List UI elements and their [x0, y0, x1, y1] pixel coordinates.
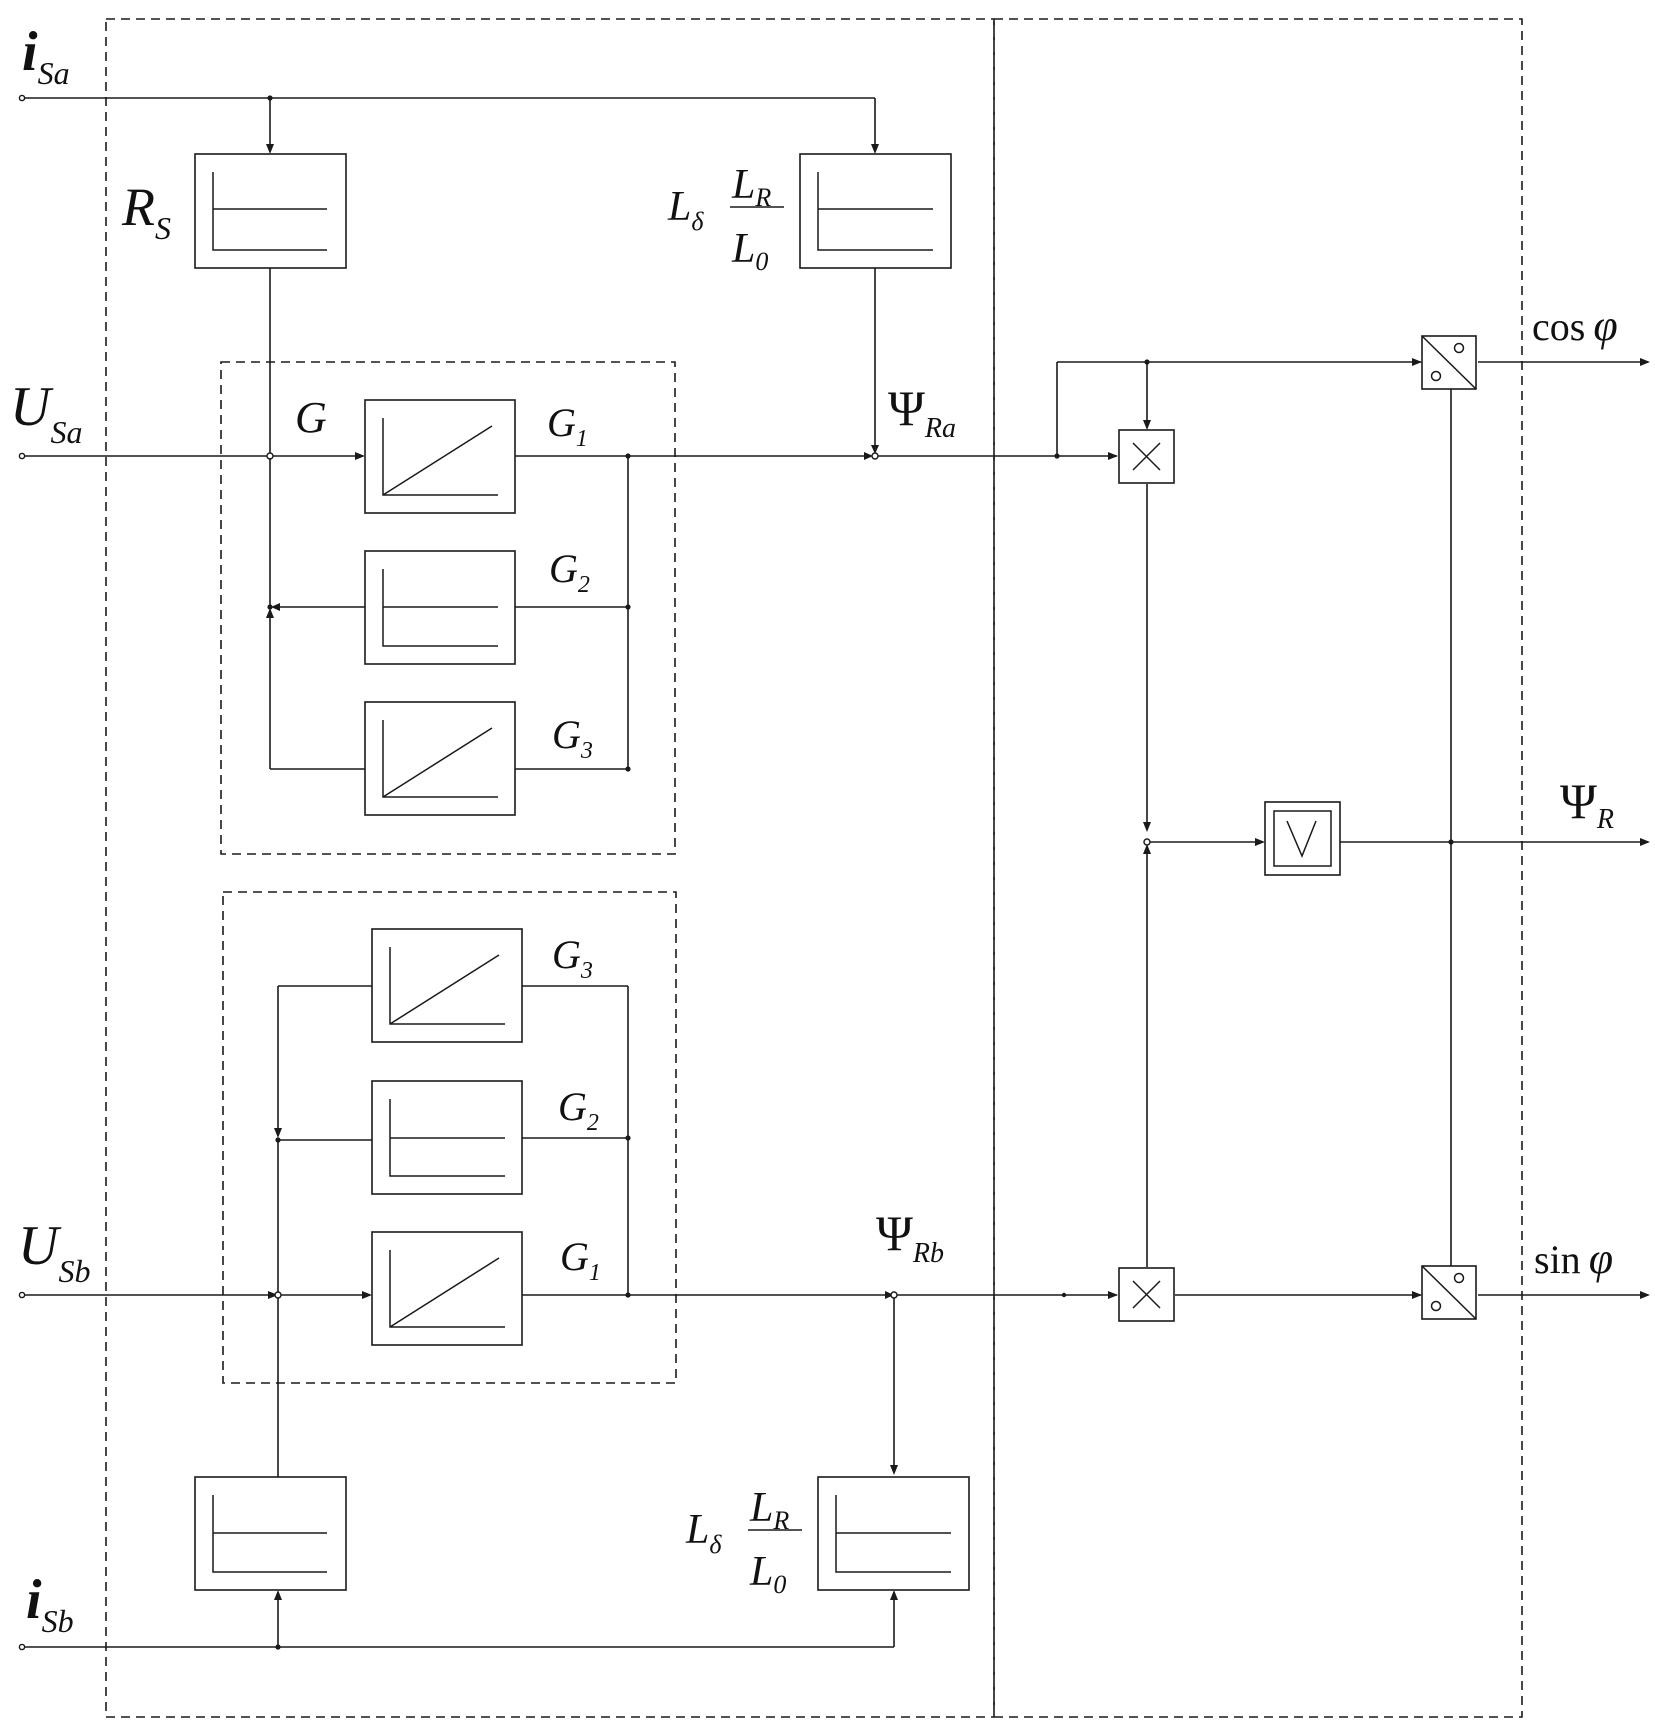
multiply-icon	[1132, 1280, 1161, 1309]
signal-label-g2-b: G2	[558, 1084, 599, 1136]
signal-label-g1-a: G1	[547, 400, 588, 452]
signal-label-g1-b: G1	[560, 1234, 601, 1286]
g1-integrator-block-b	[371, 1231, 523, 1346]
ramp-icon	[382, 418, 498, 496]
output-wiring	[1143, 358, 1650, 1299]
svg-text:L0: L0	[731, 226, 768, 276]
flux-calculation-frame	[105, 18, 995, 1718]
signal-label-g3-b: G3	[552, 932, 593, 984]
svg-text:LR: LR	[731, 162, 771, 212]
step-response-icon	[212, 172, 327, 251]
input-label-i-sa: iSa	[22, 21, 70, 91]
multiplier-alpha	[1118, 429, 1175, 484]
step-response-icon	[389, 1099, 505, 1177]
beta-channel-wiring	[18, 985, 1118, 1651]
signal-label-g3-a: G3	[552, 712, 593, 764]
divider-icon	[1453, 1272, 1465, 1284]
input-label-u-sa: USa	[10, 376, 82, 450]
divider-sin	[1421, 1265, 1477, 1320]
integrator-b-frame	[222, 891, 677, 1384]
sqrt-block	[1264, 801, 1341, 876]
ld-gain-block-top	[799, 153, 952, 269]
multiply-icon	[1132, 442, 1161, 471]
ramp-icon	[382, 720, 498, 798]
rs-label: RS	[121, 177, 171, 246]
divider-icon	[1453, 342, 1465, 354]
rs-gain-block-bottom	[194, 1476, 347, 1591]
alpha-channel-wiring	[18, 94, 1422, 772]
ld-label-bottom: Lδ LR L0	[685, 1485, 802, 1599]
svg-text:Lδ: Lδ	[667, 184, 704, 236]
g2-gain-block-b	[371, 1080, 523, 1195]
multiplier-beta	[1118, 1267, 1175, 1322]
g1-integrator-block-a	[364, 399, 516, 514]
step-response-icon	[817, 172, 933, 251]
ramp-icon	[389, 947, 505, 1025]
output-label-psi-r: ΨR	[1560, 773, 1614, 835]
integrator-a-frame	[220, 361, 676, 855]
square-root-icon	[1286, 820, 1317, 858]
svg-text:LR: LR	[749, 1485, 789, 1535]
g3-integrator-block-a	[364, 701, 516, 816]
g3-integrator-block-b	[371, 928, 523, 1043]
step-response-icon	[212, 1495, 327, 1573]
step-response-icon	[835, 1495, 951, 1573]
ramp-icon	[389, 1250, 505, 1328]
ld-gain-block-bottom	[817, 1476, 970, 1591]
output-calculation-frame	[993, 18, 1523, 1718]
signal-label-g: G	[295, 393, 327, 442]
signal-label-psi-rb: ΨRb	[876, 1205, 944, 1269]
svg-text:Lδ: Lδ	[685, 1507, 722, 1559]
signal-label-psi-ra: ΨRa	[888, 380, 956, 444]
input-label-u-sb: USb	[18, 1215, 90, 1289]
rs-gain-block-top	[194, 153, 347, 269]
divider-cos	[1421, 335, 1477, 390]
ld-label-top: Lδ LR L0	[667, 162, 784, 276]
step-response-icon	[382, 569, 498, 647]
svg-text:L0: L0	[749, 1549, 786, 1599]
g2-gain-block-a	[364, 550, 516, 665]
input-label-i-sb: iSb	[26, 1569, 74, 1639]
signal-label-g2-a: G2	[549, 546, 590, 598]
